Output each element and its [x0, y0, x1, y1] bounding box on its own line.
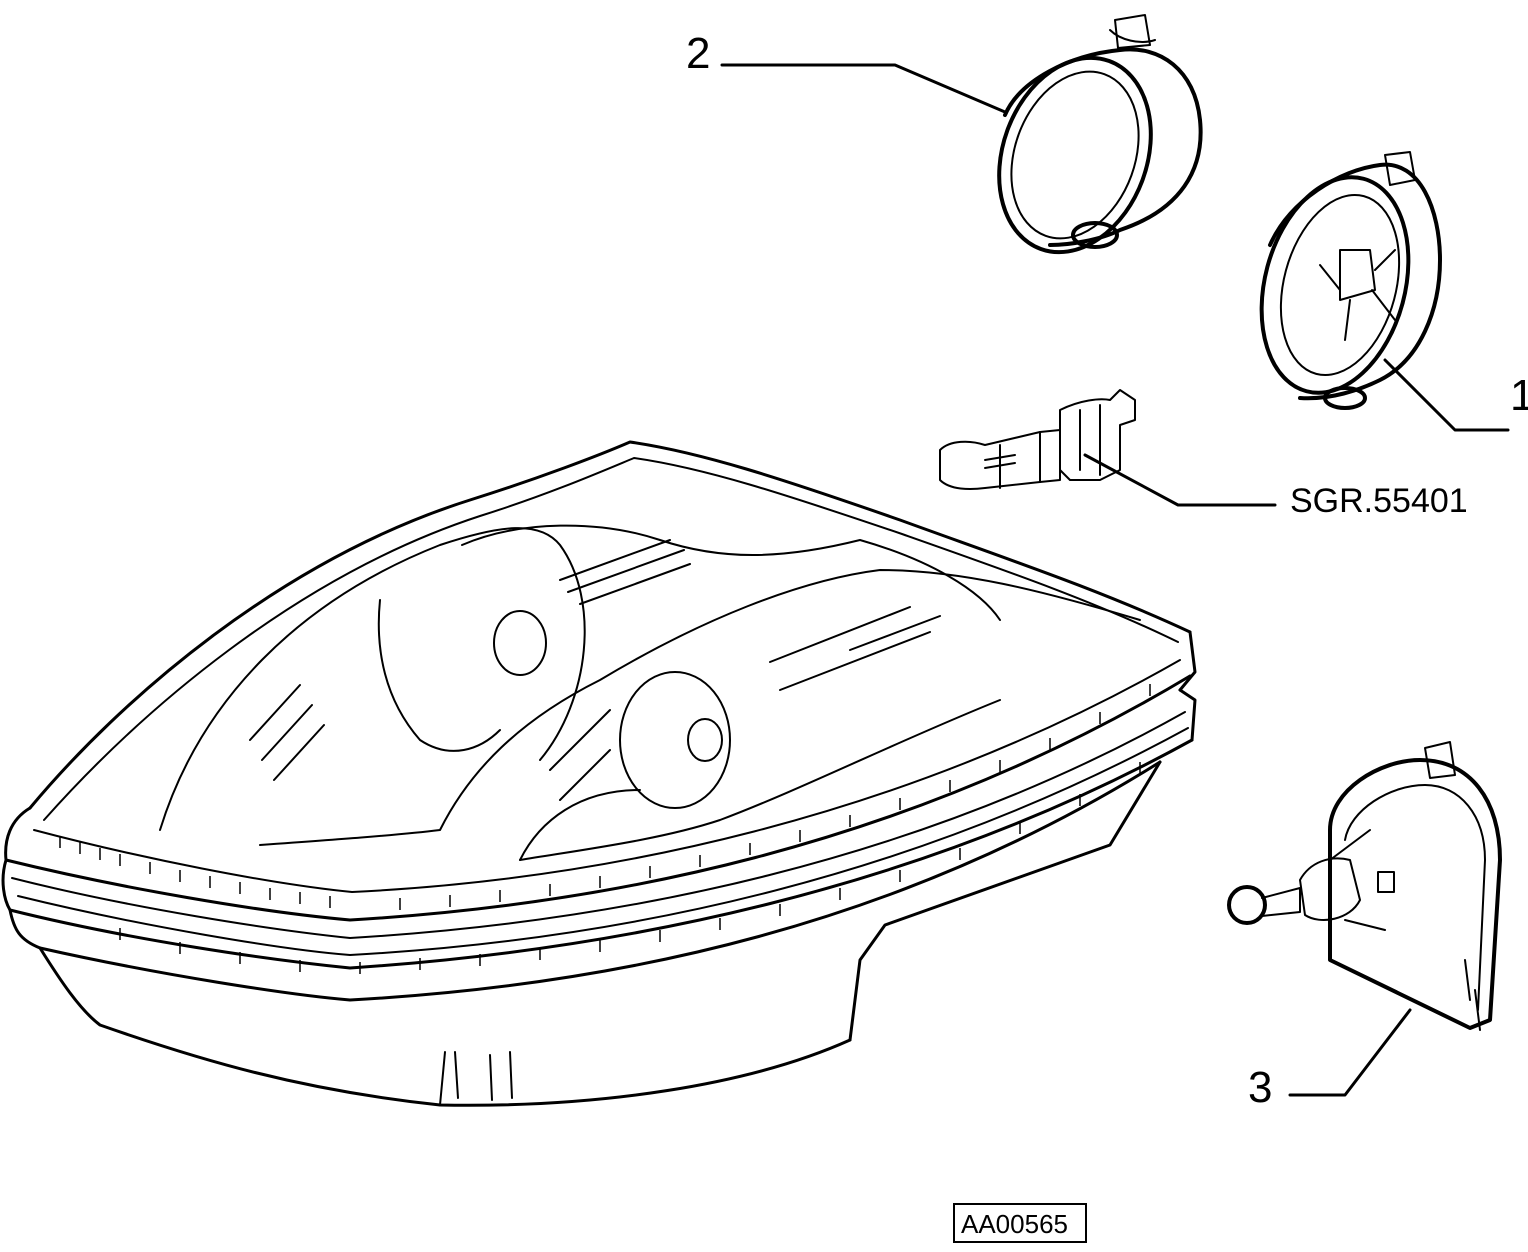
headlamp-assembly-icon: [1, 440, 1197, 1107]
leader-line-bulb: [1083, 453, 1277, 507]
callout-3: 3: [1248, 1063, 1272, 1112]
leader-line-3: [1288, 1008, 1412, 1097]
bezel-tick-marks: [59, 684, 1151, 974]
callout-bulb-ref: SGR.55401: [1290, 482, 1468, 520]
leader-line-2: [720, 63, 1007, 114]
cap-2-icon: [997, 14, 1203, 255]
figure-code: AA00565: [961, 1209, 1068, 1239]
bulb-icon: [939, 389, 1136, 490]
callout-1: 1: [1510, 371, 1528, 420]
actuator-3-icon: [1227, 741, 1502, 1031]
leader-lines: [720, 63, 1510, 1097]
figure-code-box: AA00565: [953, 1203, 1087, 1243]
callout-2: 2: [686, 29, 710, 78]
leader-line-1: [1383, 358, 1510, 432]
cap-1-icon: [1259, 151, 1442, 410]
